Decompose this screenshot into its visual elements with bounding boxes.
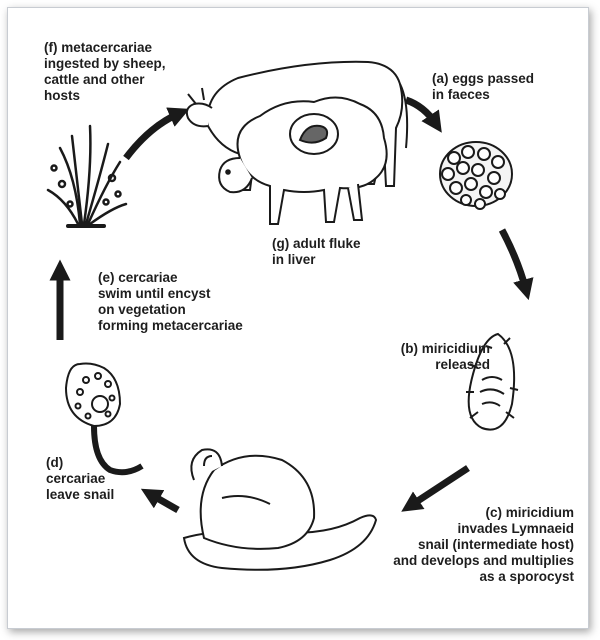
arrow-a-to-b (498, 228, 534, 301)
life-cycle-figure: (f) metacercariae ingested by sheep, cat… (7, 7, 589, 629)
arrow-c-to-d (140, 488, 180, 514)
stage-f-label: (f) metacercariae ingested by sheep, cat… (44, 40, 166, 103)
cercaria-illustration (64, 362, 144, 476)
eggs-illustration (439, 141, 513, 210)
liver-with-fluke (289, 113, 339, 155)
miricidium-illustration (466, 332, 519, 431)
stage-a-label: (a) eggs passed in faeces (432, 71, 535, 102)
vegetation-illustration (46, 124, 128, 228)
arrow-b-to-c (401, 465, 470, 512)
sheep-illustration (218, 96, 388, 225)
stage-d-label: (d) cercariae leave snail (46, 455, 115, 502)
cycle-arrows (49, 96, 534, 514)
stage-c-label: (c) miricidium invades Lymnaeid snail (i… (393, 505, 574, 584)
stage-b-label: (b) miricidium released (400, 341, 490, 372)
arrow-host-to-a (404, 96, 442, 133)
life-cycle-artwork (46, 60, 534, 571)
snail-illustration (182, 448, 378, 571)
stage-e-label: (e) cercariae swim until encyst on veget… (98, 270, 243, 333)
stage-g-label: (g) adult fluke in liver (272, 236, 361, 267)
arrow-f-to-host (123, 107, 190, 161)
